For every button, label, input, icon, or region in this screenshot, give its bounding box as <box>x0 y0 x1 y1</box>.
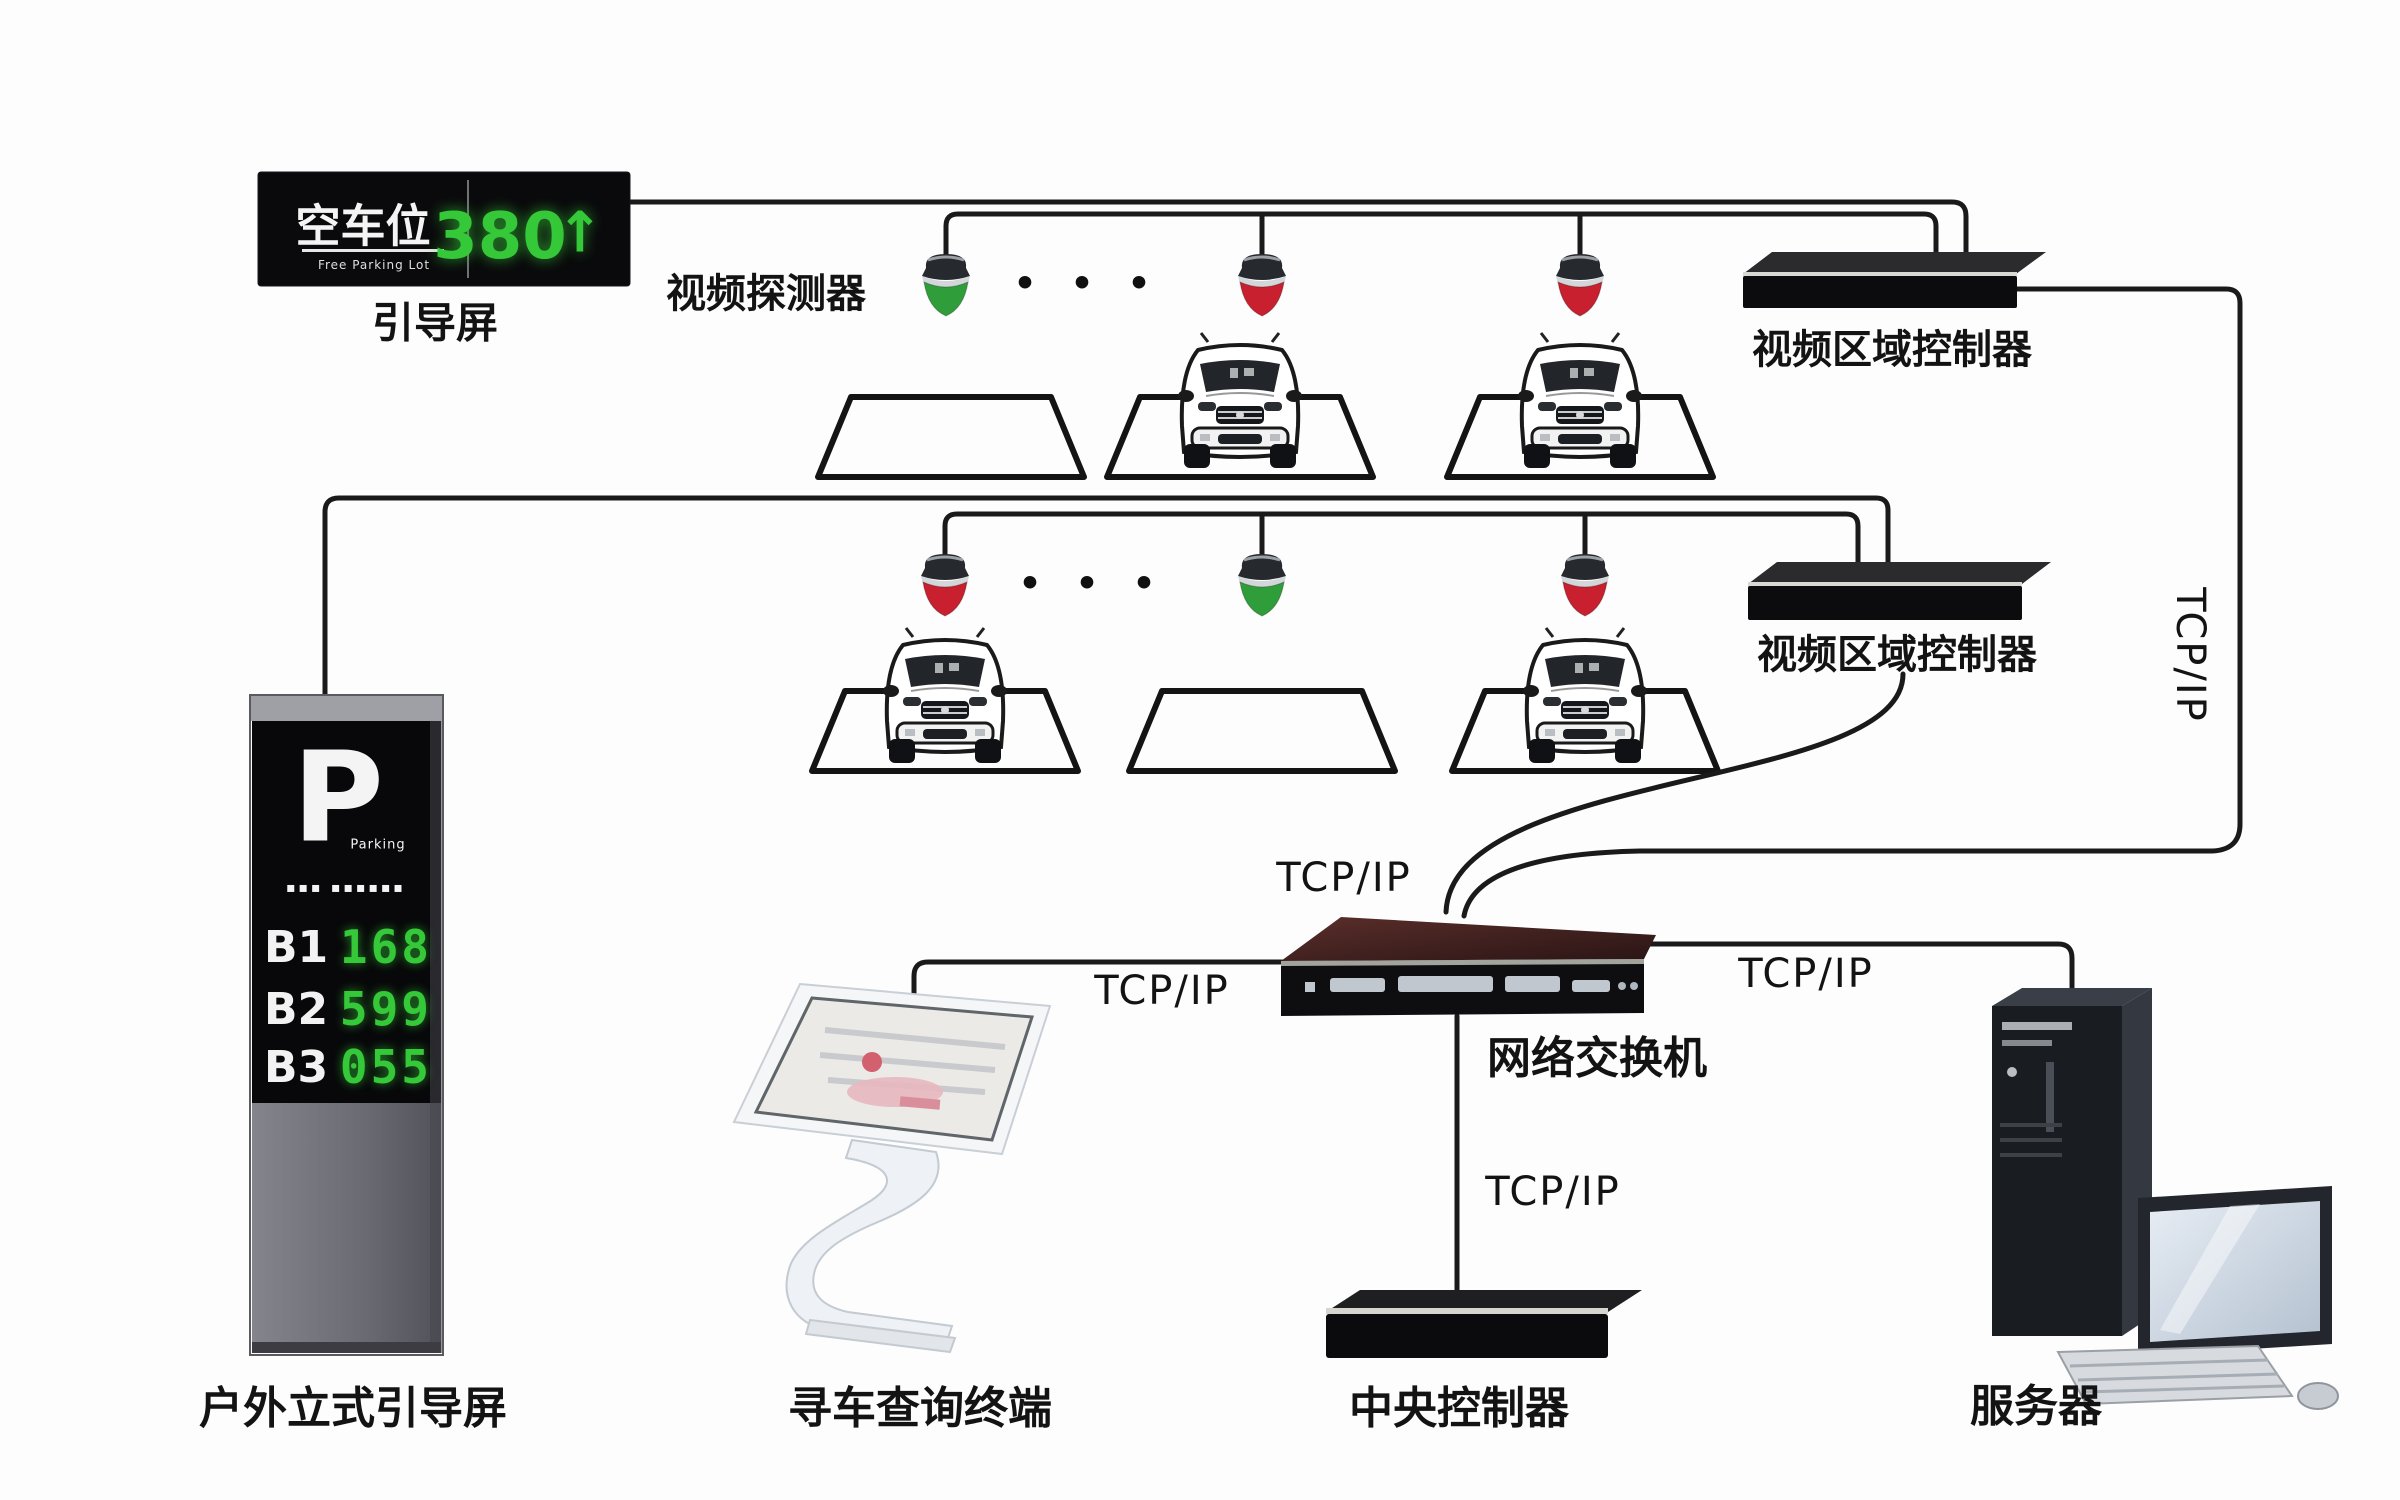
display-underline <box>302 249 444 252</box>
video-area-controller-label-2: 视频区域控制器 <box>1757 632 2037 678</box>
mouse <box>2297 1382 2339 1410</box>
video-area-controller-label-1: 视频区域控制器 <box>1752 327 2032 373</box>
switch-ports <box>1305 976 1610 992</box>
floor-count: 168 <box>339 920 432 974</box>
floor-count: 599 <box>339 982 432 1036</box>
display-zone-label: 空车位 <box>295 199 431 253</box>
parking-spot-empty <box>1129 691 1395 771</box>
kiosk-screen[interactable] <box>753 996 1035 1142</box>
central-controller-caption: 中央控制器 <box>1349 1383 1569 1434</box>
video-detector-label: 视频探测器 <box>666 271 866 317</box>
central-controller <box>1326 1290 1642 1358</box>
pillar-p-subtext: Parking <box>350 837 406 853</box>
video-detector-red-icon <box>1554 252 1606 318</box>
pillar-floor-row: B2 599 <box>264 982 432 1036</box>
query-kiosk <box>732 982 1052 1354</box>
pillar-p-letter: P <box>292 725 384 871</box>
floor-name: B2 <box>264 983 329 1035</box>
ellipsis-dots: ••• <box>1018 563 1190 605</box>
video-detector-red-icon <box>1236 252 1288 318</box>
up-arrow-icon: ↑ <box>556 200 604 266</box>
tcpip-label-vertical: TCP/IP <box>2167 587 2213 723</box>
available-count: 380 <box>433 200 567 274</box>
guidance-display <box>257 171 631 287</box>
ellipsis-dots: ••• <box>1013 263 1185 305</box>
video-detector-green-icon <box>920 252 972 318</box>
server <box>1992 988 2339 1410</box>
pillar-info-row: ▪▪▪ ▪▪▪▪▪▪ <box>286 880 406 896</box>
tcpip-label-below-switch: TCP/IP <box>1485 1169 1621 1215</box>
tcpip-label-above-switch: TCP/IP <box>1276 855 1412 901</box>
video-detector-green-icon <box>1236 552 1288 618</box>
floor-name: B3 <box>264 1041 329 1093</box>
server-caption: 服务器 <box>1970 1381 2102 1432</box>
video-area-controller-1 <box>1743 252 2046 308</box>
network-connections <box>322 199 2243 1295</box>
tcpip-label-right-of-switch: TCP/IP <box>1738 951 1874 997</box>
tcpip-label-left-of-switch: TCP/IP <box>1094 968 1230 1014</box>
kiosk-caption: 寻车查询终端 <box>788 1383 1052 1434</box>
network-switch-label: 网络交换机 <box>1487 1033 1707 1084</box>
display-zone-subtext: Free Parking Lot <box>317 258 431 272</box>
pillar-floor-row: B3 055 <box>264 1040 432 1094</box>
parking-spot-empty <box>818 397 1084 477</box>
video-detector-red-icon <box>919 552 971 618</box>
car-icon <box>1521 626 1649 765</box>
pillar-floor-row: B1 168 <box>264 920 432 974</box>
car-icon <box>1176 331 1304 470</box>
car-icon <box>1516 331 1644 470</box>
video-detector-red-icon <box>1559 552 1611 618</box>
network-switch <box>1281 917 1656 1016</box>
video-area-controller-2 <box>1748 562 2051 620</box>
car-icon <box>881 626 1009 765</box>
guidance-screen-caption: 引导屏 <box>371 298 499 348</box>
floor-count: 055 <box>339 1040 432 1094</box>
floor-name: B1 <box>264 921 329 973</box>
pillar-caption: 户外立式引导屏 <box>199 1383 507 1434</box>
outdoor-pillar-display <box>249 694 444 1356</box>
